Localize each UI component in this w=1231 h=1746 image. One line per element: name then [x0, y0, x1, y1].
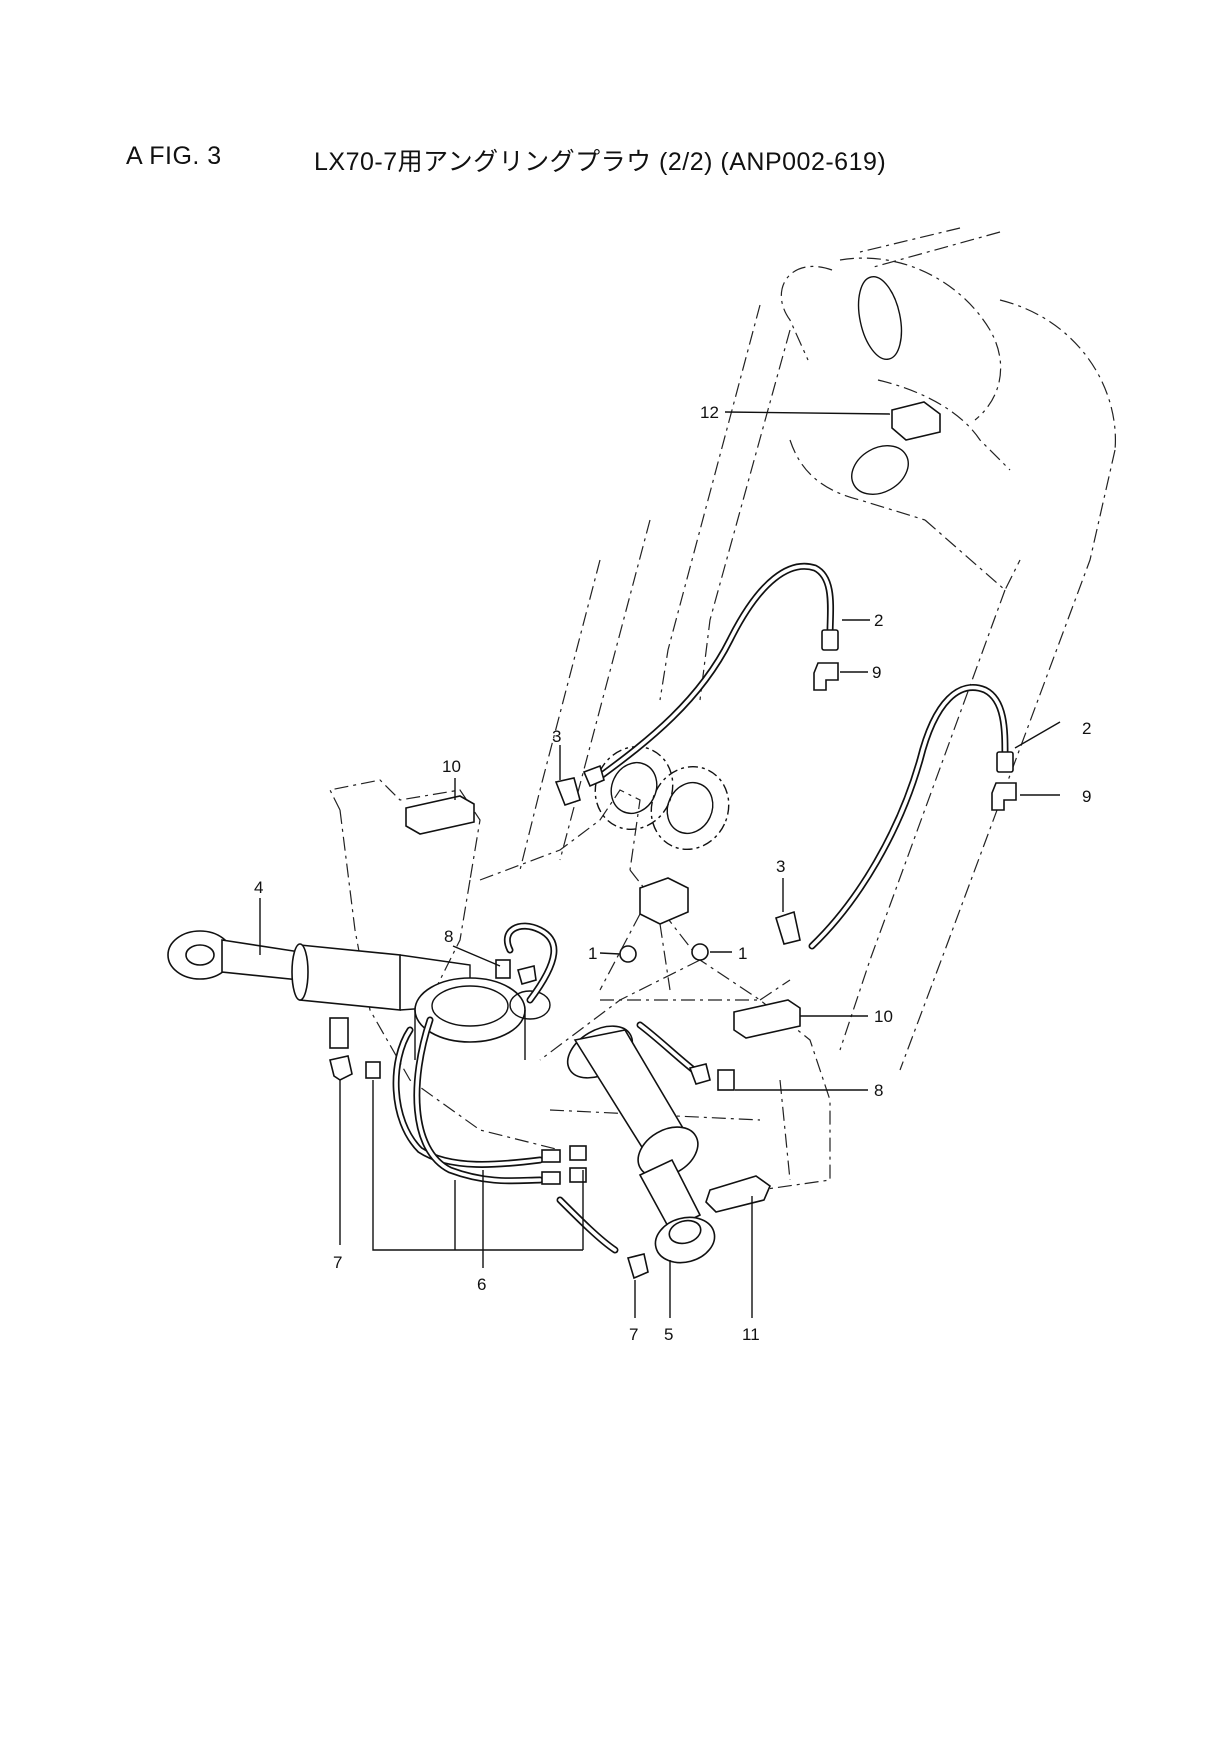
callout-3: 3 [776, 857, 785, 876]
figure-title: LX70-7用アングリングプラウ (2/2) (ANP002-619) [314, 148, 887, 176]
callout-2: 2 [874, 611, 883, 630]
block-10-left [405, 795, 475, 835]
callout-9: 9 [872, 663, 881, 682]
callout-7: 7 [629, 1325, 638, 1344]
hose-6-bundle [392, 922, 704, 1254]
callout-10: 10 [442, 757, 461, 776]
callout-8: 8 [874, 1081, 883, 1100]
callout-5: 5 [664, 1325, 673, 1344]
fitting-8-left [495, 959, 537, 985]
block-12 [891, 401, 941, 441]
callout-3: 3 [552, 727, 561, 746]
callout-9: 9 [1082, 787, 1091, 806]
callout-labels: 12 2 9 2 9 3 10 4 3 8 1 1 10 8 7 6 7 5 1… [254, 403, 1091, 1344]
fitting-8-right [688, 1063, 735, 1091]
fitting-7-left [329, 1055, 381, 1081]
callout-12: 12 [700, 403, 719, 422]
leader-lines [259, 411, 1061, 1318]
callout-6: 6 [477, 1275, 486, 1294]
figure-label: A FIG. 3 [126, 142, 222, 170]
callout-2: 2 [1082, 719, 1091, 738]
block-10-right [733, 999, 801, 1039]
callout-7: 7 [333, 1253, 342, 1272]
hose-2-upper [594, 562, 839, 782]
callout-11: 11 [742, 1325, 760, 1344]
elbow-3-lower [775, 910, 801, 945]
callout-10: 10 [874, 1007, 893, 1026]
boom-pivot-bosses [594, 276, 909, 851]
cylinder-5 [566, 1025, 716, 1264]
callout-1: 1 [738, 944, 747, 963]
boom-arm-outline [519, 227, 1117, 1071]
elbow-3-upper [554, 764, 605, 806]
hose-2-lower [808, 684, 1014, 950]
fitting-7-right [626, 1253, 649, 1280]
callout-1: 1 [588, 944, 597, 963]
valve-block [599, 877, 709, 991]
block-11 [705, 1175, 771, 1213]
elbow-9-lower [991, 782, 1017, 811]
elbow-9-upper [813, 662, 839, 691]
cylinder-4 [167, 930, 471, 1049]
center-housing [414, 977, 551, 1060]
callout-4: 4 [254, 878, 263, 897]
callout-8: 8 [444, 927, 453, 946]
